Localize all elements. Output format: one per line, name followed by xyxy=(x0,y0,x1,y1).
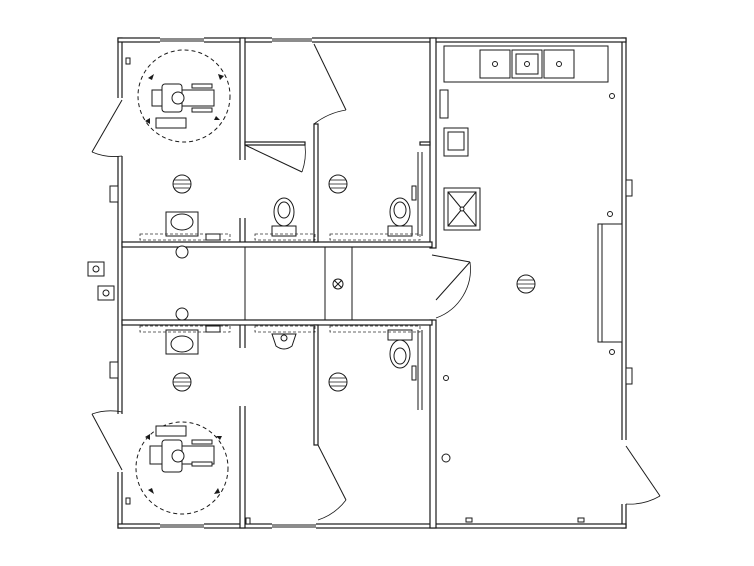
exterior-items xyxy=(87,57,633,525)
floor-drain-2 xyxy=(328,174,348,194)
floor-drains xyxy=(172,174,536,392)
sinks xyxy=(139,211,231,355)
exterior-walls xyxy=(116,36,628,530)
wheelchair-turning-circle-bottom xyxy=(135,421,229,515)
toilets xyxy=(254,152,423,410)
floor-drain-3 xyxy=(172,372,192,392)
floor-drain-1 xyxy=(172,174,192,194)
floor-drain-5 xyxy=(516,274,536,294)
kitchen-fixtures xyxy=(411,45,623,523)
urinal xyxy=(271,333,297,350)
cleanout xyxy=(332,278,344,290)
floor-drain-4 xyxy=(328,372,348,392)
wheelchair-turning-circle-top xyxy=(137,49,231,143)
doors xyxy=(91,43,661,521)
interior-walls xyxy=(121,37,437,529)
